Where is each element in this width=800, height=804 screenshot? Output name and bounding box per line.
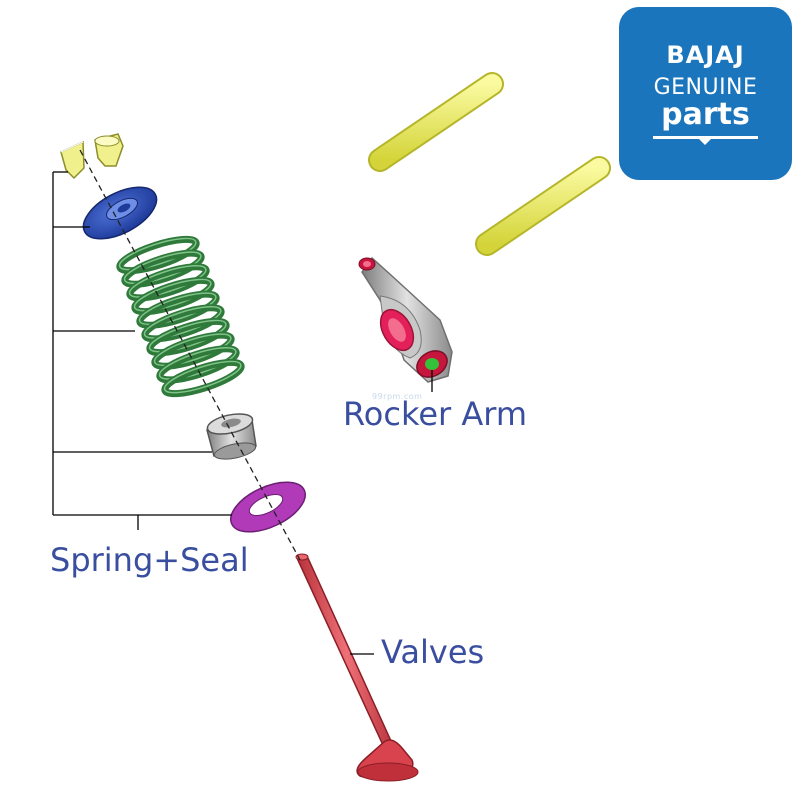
spring-coil-highlight xyxy=(143,306,222,339)
valves-label: Valves xyxy=(381,633,485,671)
logo-parts-text: parts xyxy=(661,97,750,132)
spring-coil-highlight xyxy=(133,278,212,312)
assembly-axis xyxy=(79,149,301,561)
push-rod-lower xyxy=(475,156,611,256)
spring-coil-highlight xyxy=(128,265,207,298)
rocker-arm xyxy=(358,256,453,383)
logo-genuine-text: GENUINE xyxy=(653,75,758,100)
retainer-cotters xyxy=(60,133,124,180)
bajaj-genuine-parts-logo: BAJAJ GENUINE parts xyxy=(619,7,792,180)
logo-brand-text: BAJAJ xyxy=(666,41,745,69)
logo-caret-icon xyxy=(698,138,712,145)
spring-coil-highlight xyxy=(138,292,217,326)
spring-coil-highlight xyxy=(123,251,202,285)
watermark-text: 99rpm.com xyxy=(372,392,423,401)
spring-coil-highlight xyxy=(118,237,197,271)
spring-coil-highlight xyxy=(163,360,242,394)
spring-seal-leader-lines xyxy=(52,171,232,530)
rocker-arm-label: Rocker Arm xyxy=(343,395,528,433)
valve-stem-seal xyxy=(206,413,257,460)
spring-coil-highlight xyxy=(148,319,227,353)
push-rod-upper xyxy=(368,72,504,172)
spring-seal-label: Spring+Seal xyxy=(50,541,249,579)
spring-coil-highlight xyxy=(153,333,232,367)
spring-seat-washer xyxy=(230,481,306,533)
logo-underline xyxy=(653,136,758,139)
spring-retainer xyxy=(82,186,158,240)
valve-spring xyxy=(116,235,245,398)
spring-coil-highlight xyxy=(158,347,237,380)
valve xyxy=(295,553,419,782)
